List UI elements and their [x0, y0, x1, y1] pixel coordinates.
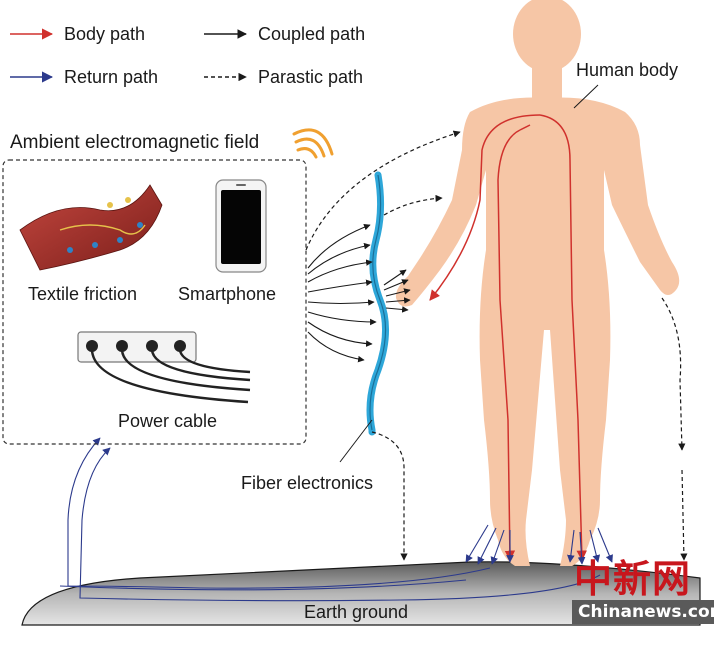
earth-ground-label: Earth ground — [304, 602, 409, 622]
human-body-pointer — [573, 84, 599, 109]
smartphone-label: Smartphone — [178, 284, 277, 304]
legend-parasitic-path-label: Parastic path — [258, 67, 364, 87]
legend — [10, 28, 247, 83]
body-path-arrows — [429, 114, 587, 562]
legend-coupled-path-label: Coupled path — [258, 24, 366, 44]
signal-icon — [292, 128, 334, 159]
power-cable-label: Power cable — [118, 411, 218, 431]
textile-friction-label: Textile friction — [28, 284, 138, 304]
legend-return-path-label: Return path — [64, 67, 159, 87]
ambient-field-box — [2, 159, 307, 445]
fiber-electronics — [366, 171, 390, 436]
power-strip-icon — [77, 331, 251, 404]
smartphone-icon — [215, 179, 267, 273]
legend-body-path-label: Body path — [64, 24, 146, 44]
parasitic-path-arrows — [305, 130, 688, 561]
human-body-label: Human body — [576, 60, 679, 80]
watermark-chinese: 中新网 — [574, 556, 692, 601]
fiber-electronics-label: Fiber electronics — [241, 473, 374, 493]
return-path-arrows — [59, 437, 613, 602]
fiber-pointer — [339, 419, 373, 463]
coupled-path-arrows — [307, 223, 411, 363]
earth-ground-shape — [21, 561, 701, 626]
ambient-field-label: Ambient electromagnetic field — [10, 132, 260, 153]
textile-fabric-icon — [19, 184, 163, 271]
human-body-figure — [395, 0, 680, 567]
watermark-site: Chinanews.com — [572, 600, 714, 624]
